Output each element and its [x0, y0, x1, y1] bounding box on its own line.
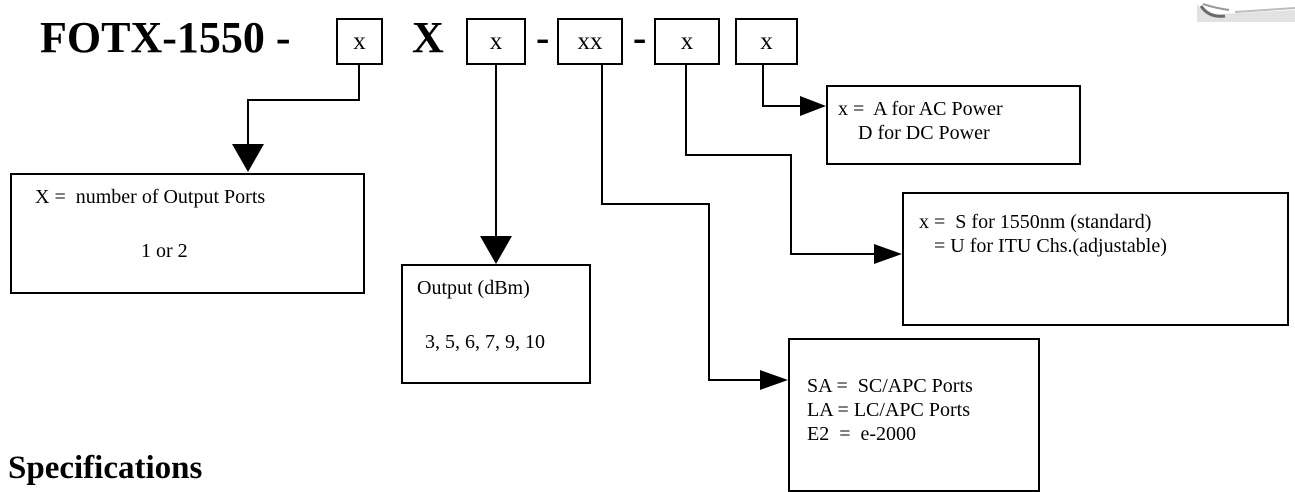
product-photo — [1195, 0, 1295, 22]
code-box-power: x — [735, 18, 798, 65]
output-option-box: Output (dBm) 3, 5, 6, 7, 9, 10 — [401, 264, 591, 384]
specifications-heading: Specifications — [8, 450, 203, 486]
arrowhead-wavelength — [874, 244, 902, 264]
wavelength-option-s: x = S for 1550nm (standard) — [919, 211, 1152, 233]
output-option-label: Output (dBm) — [417, 277, 530, 299]
connector-option-sa: SA = SC/APC Ports — [807, 375, 973, 397]
arrowhead-connectors — [760, 370, 788, 390]
power-option-ac: x = A for AC Power — [838, 98, 1003, 120]
part-number-prefix: FOTX-1550 - — [40, 13, 291, 62]
code-box-ports: x — [336, 18, 383, 65]
power-option-dc: D for DC Power — [838, 122, 990, 144]
connector-option-box: SA = SC/APC Ports LA = LC/APC Ports E2 =… — [788, 338, 1040, 492]
code-box-connector: xx — [557, 18, 623, 65]
ports-option-values: 1 or 2 — [141, 240, 188, 262]
ports-separator-x: X — [412, 13, 444, 62]
wavelength-option-box: x = S for 1550nm (standard) = U for ITU … — [902, 192, 1289, 326]
dash-separator: - — [633, 15, 647, 60]
code-box-wavelength: x — [654, 18, 720, 65]
wavelength-option-u: = U for ITU Chs.(adjustable) — [919, 235, 1167, 257]
power-option-box: x = A for AC Power D for DC Power — [826, 85, 1081, 165]
arrowhead-output — [480, 236, 512, 264]
dash-separator: - — [536, 15, 550, 60]
output-option-values: 3, 5, 6, 7, 9, 10 — [425, 331, 545, 353]
arrowhead-power — [800, 96, 826, 116]
ports-option-box: X = number of Output Ports 1 or 2 — [10, 173, 365, 294]
arrowhead-ports — [232, 144, 264, 172]
ports-option-line: X = number of Output Ports — [35, 186, 266, 208]
code-box-output: x — [466, 18, 526, 65]
connector-option-e2: E2 = e-2000 — [807, 423, 917, 445]
connector-option-la: LA = LC/APC Ports — [807, 399, 970, 421]
